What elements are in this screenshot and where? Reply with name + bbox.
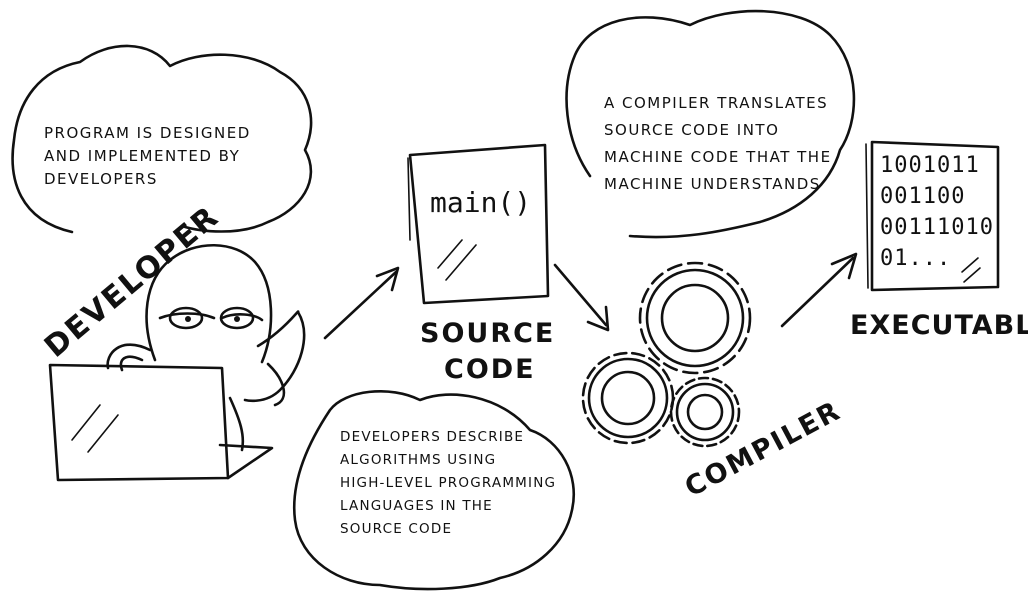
binary-line: 001100 (880, 184, 966, 209)
developer-note-cloud (11, 44, 313, 234)
source-code-label-line: CODE (444, 354, 536, 385)
arrow-icon (323, 252, 858, 340)
binary-document-icon (865, 140, 1000, 292)
compiler-note-cloud (565, 9, 856, 239)
developer-note-line: AND IMPLEMENTED BY (44, 147, 241, 165)
source-note-line: ALGORITHMS USING (340, 452, 497, 468)
source-note-line: HIGH-LEVEL PROGRAMMING (340, 475, 557, 491)
compiler-note-text: A COMPILER TRANSLATES SOURCE CODE INTO M… (604, 90, 832, 198)
binary-line: 00111010 (880, 215, 994, 240)
source-code-label-line: SOURCE (420, 318, 556, 349)
developer-note-line: PROGRAM IS DESIGNED (44, 124, 251, 142)
source-note-line: LANGUAGES IN THE (340, 498, 493, 514)
compiler-note-line: MACHINE UNDERSTANDS (604, 175, 821, 193)
binary-line: 01... (880, 246, 952, 271)
compiler-note-line: MACHINE CODE THAT THE (604, 148, 832, 166)
developer-note-text: PROGRAM IS DESIGNED AND IMPLEMENTED BY D… (44, 122, 251, 191)
source-code-label: SOURCE CODE (420, 316, 555, 388)
executable-label: EXECUTABLE (850, 310, 1028, 341)
laptop-icon (48, 363, 274, 482)
document-icon (407, 143, 550, 305)
binary-line: 1001011 (880, 153, 980, 178)
octopus-developer-icon (106, 244, 306, 452)
source-note-cloud (292, 390, 575, 591)
gear-icon (581, 261, 752, 448)
source-note-line: SOURCE CODE (340, 521, 453, 537)
source-code-text: main() (430, 186, 532, 219)
compiler-note-line: SOURCE CODE INTO (604, 121, 780, 139)
developer-note-line: DEVELOPERS (44, 170, 158, 188)
compiler-note-line: A COMPILER TRANSLATES (604, 94, 829, 112)
binary-code-text: 1001011 001100 00111010 01... (880, 150, 994, 274)
source-note-text: DEVELOPERS DESCRIBE ALGORITHMS USING HIG… (340, 426, 556, 541)
source-note-line: DEVELOPERS DESCRIBE (340, 429, 525, 445)
